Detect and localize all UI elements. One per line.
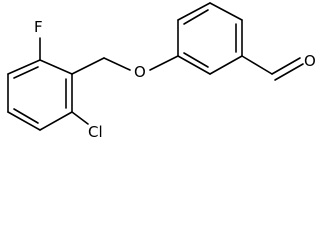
right-benzene-ring bbox=[177, 2, 243, 75]
bond bbox=[209, 2, 243, 21]
bond bbox=[177, 2, 211, 21]
double-bond-inner bbox=[13, 66, 39, 79]
fluorine-atom-label: F bbox=[34, 18, 43, 36]
bond-c-cho bbox=[241, 55, 273, 75]
structure-canvas: F O O Cl bbox=[7, 2, 316, 141]
bond-c-cl bbox=[71, 111, 89, 125]
aldehyde-oxygen-atom-label: O bbox=[304, 52, 316, 70]
bond bbox=[209, 55, 243, 75]
bond bbox=[39, 59, 73, 75]
chlorine-atom-label: Cl bbox=[88, 123, 103, 141]
bond bbox=[7, 111, 41, 131]
left-benzene-ring bbox=[7, 59, 73, 131]
double-bond-inner bbox=[13, 108, 39, 124]
ether-oxygen-atom-label: O bbox=[134, 63, 146, 81]
bond-o-c bbox=[149, 55, 179, 71]
bond bbox=[7, 59, 41, 75]
bond-ch2-o bbox=[103, 57, 131, 71]
bond-c-ch2 bbox=[71, 57, 105, 75]
bond bbox=[39, 111, 73, 131]
bond-c-o-double-2 bbox=[274, 63, 304, 81]
double-bond-inner bbox=[183, 9, 209, 25]
bond-c-o-double-1 bbox=[271, 57, 301, 75]
bond bbox=[177, 55, 211, 75]
double-bond-inner bbox=[183, 52, 209, 68]
chemical-structure-diagram: F O O Cl bbox=[7, 2, 316, 141]
